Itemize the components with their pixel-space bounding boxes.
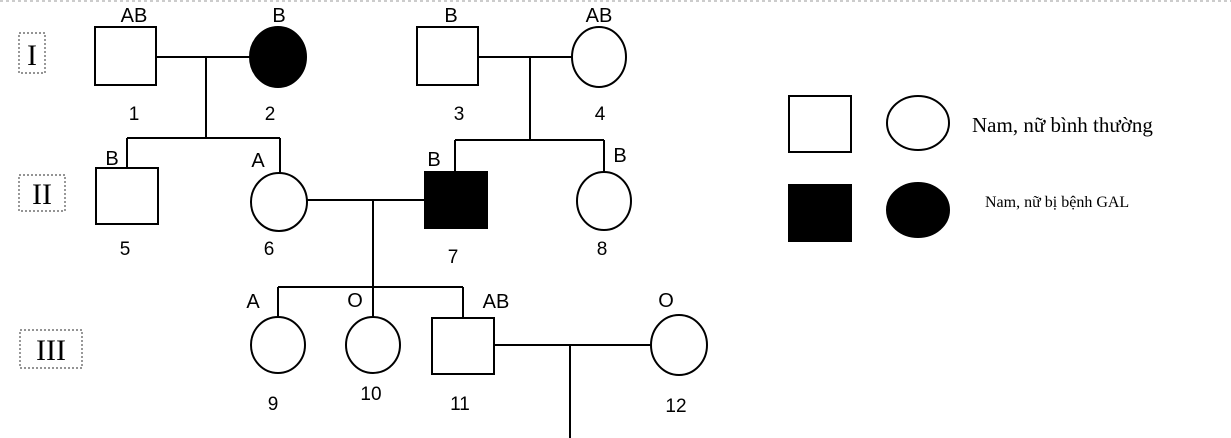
blood-type: B [444, 5, 457, 27]
legend-normal-label: Nam, nữ bình thường [972, 113, 1153, 137]
legend: Nam, nữ bình thường Nam, nữ bị bệnh GAL [788, 95, 1153, 242]
male-symbol [431, 317, 495, 375]
individual-number: 5 [120, 239, 131, 260]
female-symbol [576, 171, 632, 231]
individual-number: 4 [595, 104, 606, 125]
female-symbol [250, 316, 306, 374]
blood-type: B [613, 145, 626, 167]
individual-8: B 8 [576, 145, 632, 260]
blood-type: B [105, 148, 118, 170]
individual-5: B 5 [95, 148, 159, 260]
blood-type: AB [483, 291, 510, 313]
individual-number: 1 [129, 104, 140, 125]
female-symbol [571, 26, 627, 88]
individual-6: A 6 [250, 150, 308, 260]
legend-affected-female-symbol [886, 182, 950, 238]
male-symbol [416, 26, 479, 86]
individual-number: 9 [268, 394, 279, 415]
male-symbol [94, 26, 157, 86]
blood-type: B [272, 5, 285, 27]
blood-type: A [251, 150, 265, 172]
generation-box-iii [19, 329, 83, 369]
individual-4: AB 4 [571, 5, 627, 125]
individual-12: O 12 [650, 290, 708, 417]
legend-affected-male-symbol [788, 184, 852, 242]
female-symbol [250, 172, 308, 232]
blood-type: AB [586, 5, 613, 27]
female-symbol [345, 316, 401, 374]
female-symbol [650, 314, 708, 376]
legend-normal-female-symbol [886, 95, 950, 151]
individual-number: 11 [450, 394, 470, 415]
blood-type: O [347, 290, 363, 312]
individual-11: AB 11 [431, 291, 510, 415]
individual-number: 3 [454, 104, 465, 125]
individual-number: 2 [265, 104, 276, 125]
legend-normal-male-symbol [788, 95, 852, 153]
individual-1: AB 1 [94, 5, 157, 125]
female-symbol [249, 26, 307, 88]
generation-box-i [18, 32, 46, 74]
blood-type: B [427, 149, 440, 171]
generation-box-ii [18, 174, 66, 212]
generation-label-iii: III [36, 334, 66, 367]
individual-3: B 3 [416, 5, 479, 125]
individual-10: O 10 [345, 290, 401, 405]
blood-type: AB [121, 5, 148, 27]
generation-label-i: I [27, 39, 37, 72]
individual-7: B 7 [424, 149, 488, 268]
individual-2: B 2 [249, 5, 307, 125]
blood-type: O [658, 290, 674, 312]
legend-affected-label: Nam, nữ bị bệnh GAL [985, 194, 1129, 211]
male-symbol [95, 167, 159, 225]
individual-number: 8 [597, 239, 608, 260]
individual-number: 10 [360, 384, 381, 405]
generation-label-ii: II [32, 178, 52, 211]
individual-number: 7 [448, 247, 459, 268]
individual-number: 12 [665, 396, 686, 417]
individual-9: A 9 [246, 291, 306, 415]
individual-number: 6 [264, 239, 275, 260]
male-symbol [424, 171, 488, 229]
connection-lines [126, 56, 651, 438]
blood-type: A [246, 291, 260, 313]
